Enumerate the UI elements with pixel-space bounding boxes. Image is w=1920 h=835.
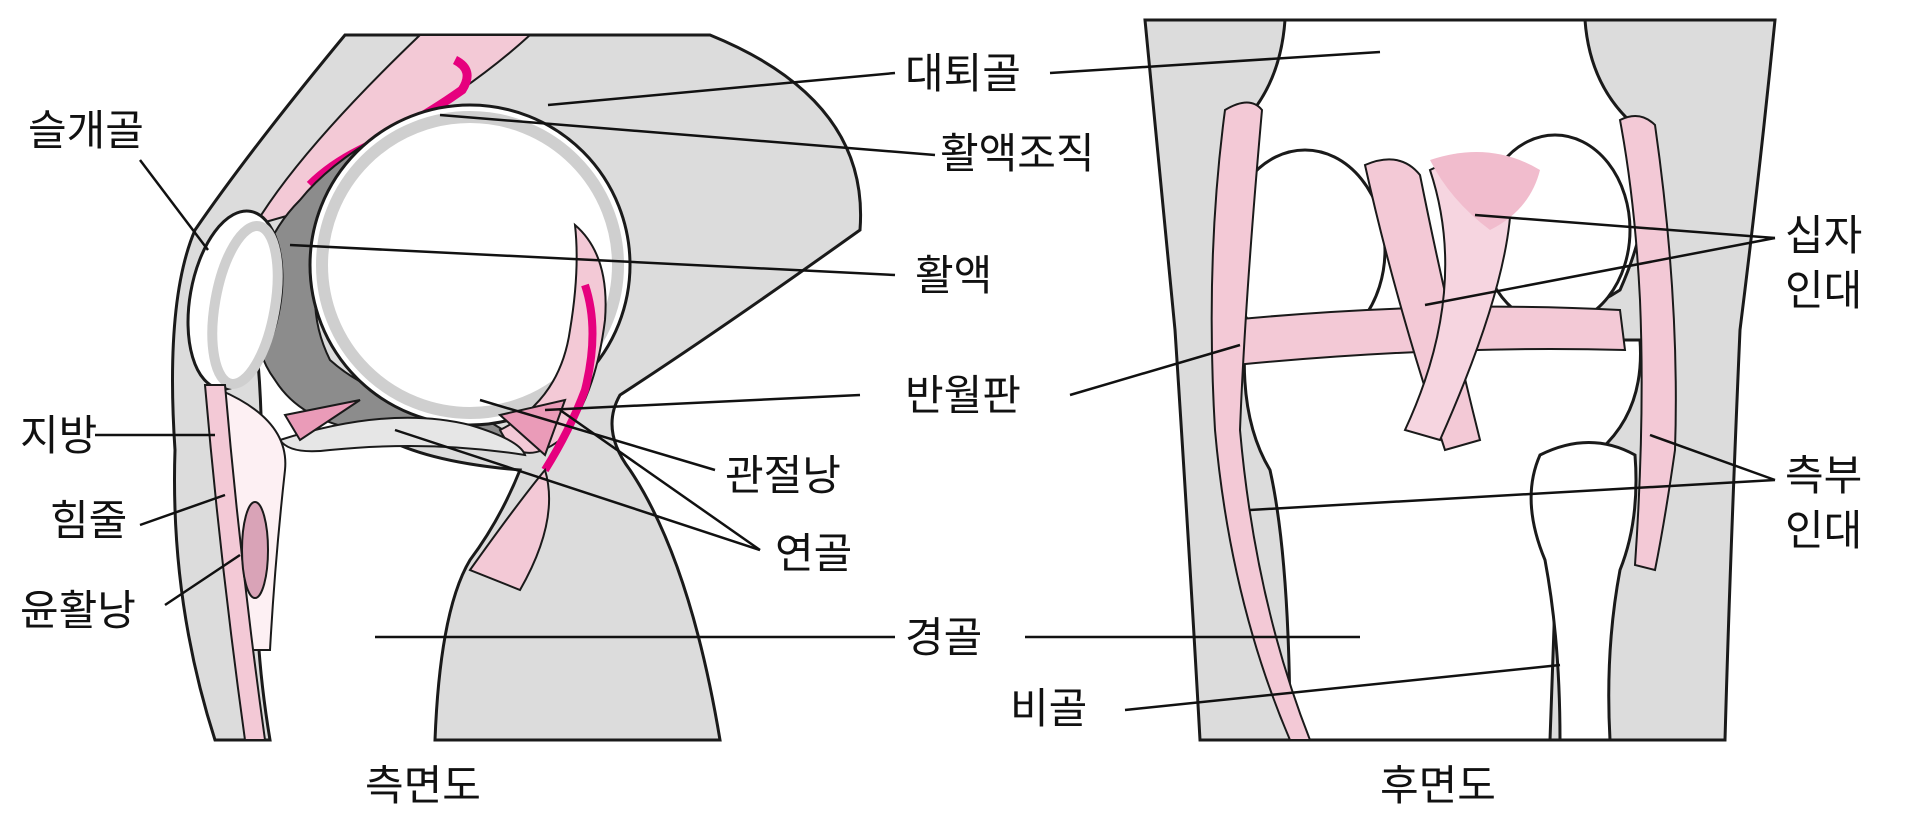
label-synovial-fluid: 활액 [915,251,992,300]
label-joint-capsule: 관절낭 [725,451,841,500]
label-patella: 슬개골 [28,106,144,155]
label-cartilage: 연골 [775,529,852,578]
label-collateral-2: 인대 [1785,506,1862,555]
label-collateral-1: 측부 [1785,451,1862,500]
bursa [242,502,268,598]
label-cruciate-2: 인대 [1785,266,1862,315]
label-synovium: 활액조직 [940,129,1095,178]
label-meniscus: 반월판 [905,371,1021,420]
label-tibia: 경골 [905,613,982,662]
label-fat: 지방 [20,411,97,460]
label-fibula: 비골 [1010,684,1087,733]
posterior-view [1145,20,1775,740]
label-tendon: 힘줄 [50,496,127,545]
caption-lateral: 측면도 [365,761,481,810]
label-cruciate-1: 십자 [1785,211,1862,260]
label-bursa: 윤활낭 [20,586,136,635]
caption-posterior: 후면도 [1380,761,1496,810]
label-femur: 대퇴골 [905,49,1021,98]
